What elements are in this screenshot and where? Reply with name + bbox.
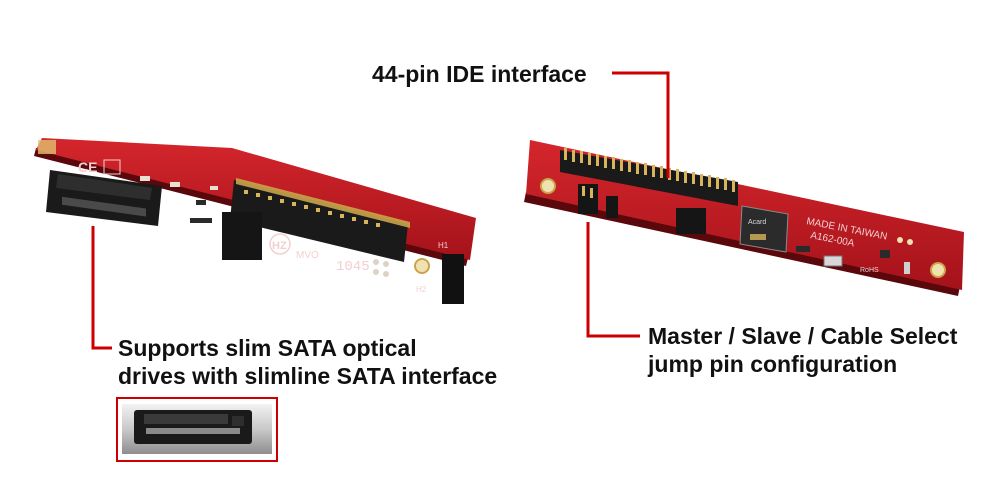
ide-callout-line bbox=[612, 71, 670, 178]
smd-component bbox=[210, 186, 218, 190]
right-mounting-hole-left bbox=[540, 178, 556, 194]
right-black-block bbox=[676, 208, 706, 234]
inset-slot-inner bbox=[144, 414, 228, 424]
hz-logo bbox=[269, 233, 291, 255]
slim-sata-connector bbox=[46, 170, 162, 226]
jumper-callout-line bbox=[586, 222, 640, 338]
controller-chip: Acard bbox=[739, 205, 789, 253]
hz-mark: HZ bbox=[272, 240, 287, 252]
left-ide-header bbox=[230, 178, 410, 262]
sata-support-callout: Supports slim SATA optical drives with s… bbox=[118, 334, 497, 390]
ide-interface-label: 44-pin IDE interface bbox=[372, 61, 587, 87]
sata-support-line1: Supports slim SATA optical bbox=[118, 335, 417, 361]
smd-component bbox=[904, 262, 910, 274]
inset-slot-key bbox=[232, 416, 244, 426]
left-power-connector bbox=[442, 254, 464, 304]
jumper-config-line1: Master / Slave / Cable Select bbox=[648, 323, 958, 349]
ce-mark: CE bbox=[78, 159, 97, 175]
sata-callout-line bbox=[91, 226, 112, 350]
right-adapter-board: Acard MADE IN TAIWAN A162-00A RoHS bbox=[524, 140, 964, 296]
rohs-mark: RoHS bbox=[860, 267, 879, 274]
sata-support-line2: drives with slimline SATA interface bbox=[118, 363, 498, 389]
smd-component bbox=[880, 250, 890, 258]
smd-component bbox=[796, 246, 810, 252]
h1-mark: H1 bbox=[438, 241, 449, 250]
ide-interface-callout: 44-pin IDE interface bbox=[372, 60, 587, 88]
right-ide-header bbox=[560, 148, 738, 206]
jumper-block bbox=[578, 184, 618, 218]
date-code-mark: 1045 bbox=[336, 259, 370, 275]
sata-connector-inset bbox=[116, 397, 278, 462]
left-mounting-pad bbox=[38, 140, 56, 154]
left-adapter-board: CE HZ MVO 1045 bbox=[34, 138, 476, 304]
crystal bbox=[823, 255, 843, 267]
left-black-block bbox=[222, 212, 262, 260]
smd-component bbox=[196, 200, 206, 205]
smd-component bbox=[170, 182, 180, 187]
mvo-mark: MVO bbox=[296, 250, 319, 261]
via-holes bbox=[373, 259, 389, 277]
via-hole bbox=[907, 239, 913, 245]
left-mounting-hole bbox=[414, 258, 430, 274]
h2-mark: H2 bbox=[416, 285, 427, 294]
smd-component bbox=[190, 218, 212, 223]
right-mounting-hole-right bbox=[930, 262, 946, 278]
callout-lines bbox=[91, 71, 670, 350]
inset-slot-tongue bbox=[146, 428, 240, 434]
via-hole bbox=[897, 237, 903, 243]
fcc-mark bbox=[103, 159, 121, 175]
jumper-config-callout: Master / Slave / Cable Select jump pin c… bbox=[648, 322, 957, 378]
smd-component bbox=[140, 176, 150, 181]
jumper-config-line2: jump pin configuration bbox=[648, 351, 898, 377]
chip-brand-mark: Acard bbox=[748, 219, 766, 226]
